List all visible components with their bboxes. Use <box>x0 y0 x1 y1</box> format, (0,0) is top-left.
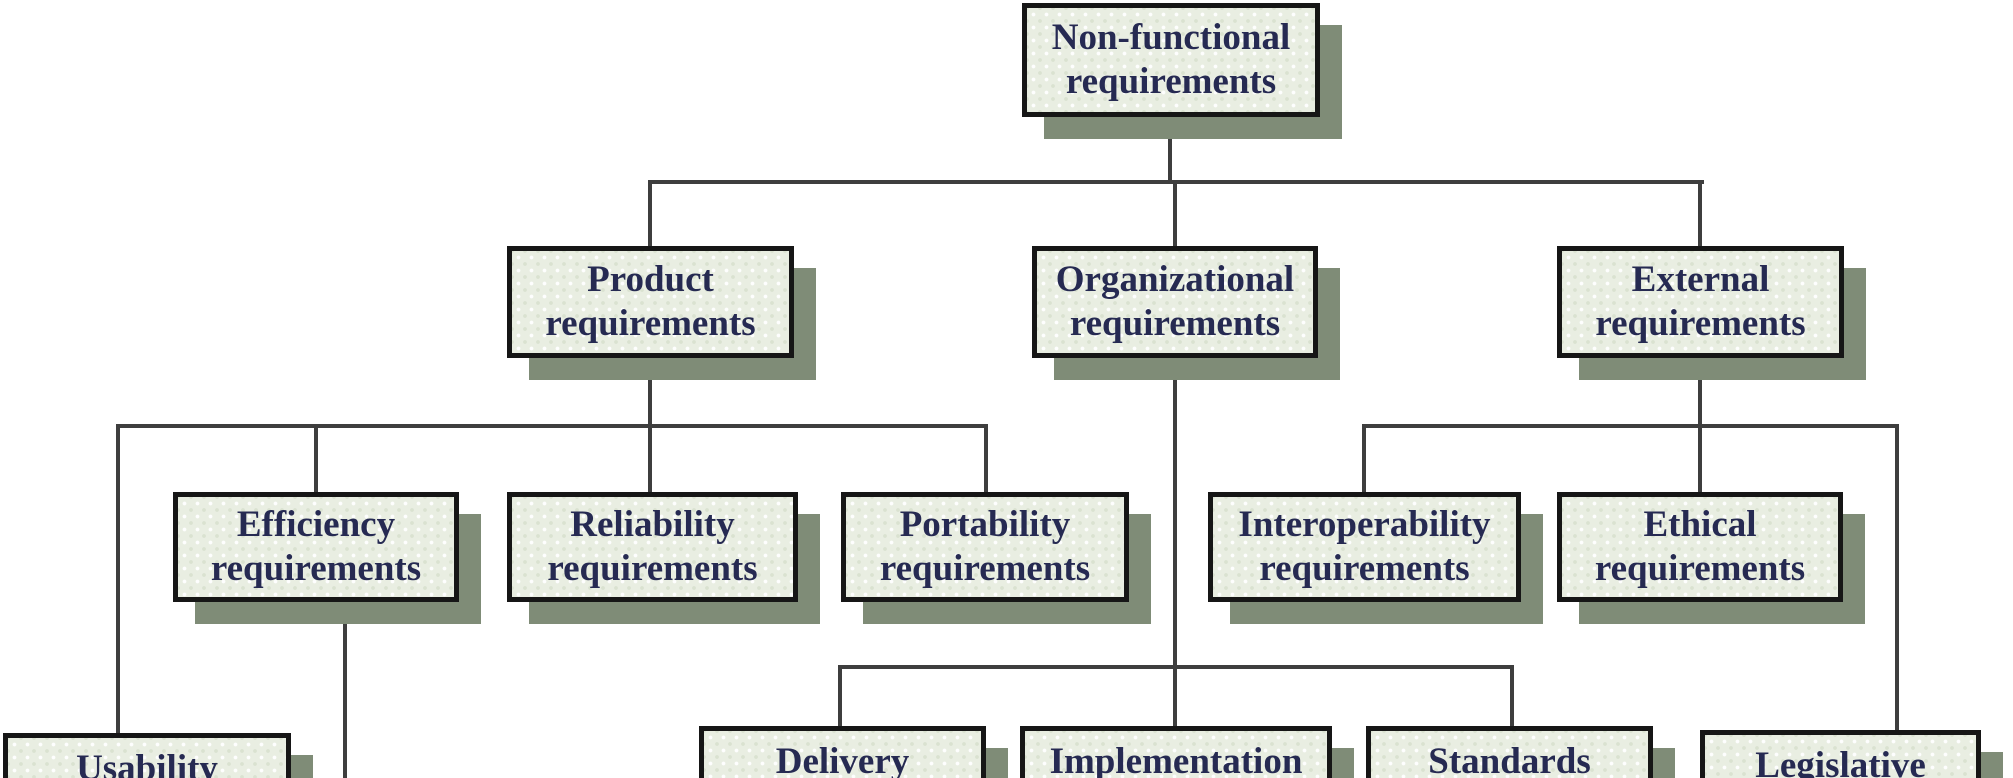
node-label: Usability <box>76 748 218 778</box>
node-label: Implementation <box>1049 741 1303 778</box>
node-standards: Standards <box>1366 726 1653 778</box>
node-efficiency-requirements: Efficiency requirements <box>173 492 459 602</box>
node-portability-requirements: Portability requirements <box>841 492 1129 602</box>
node-external-requirements: External requirements <box>1557 246 1844 358</box>
connector-external-stem <box>1698 354 1702 426</box>
connector-organizational-stem <box>1173 354 1177 667</box>
node-legislative: Legislative <box>1700 730 1981 778</box>
connector-drop-legislative <box>1895 424 1899 734</box>
connector-root-stem <box>1168 114 1172 184</box>
node-organizational-requirements: Organizational requirements <box>1032 246 1318 358</box>
connector-bus-product-children <box>116 424 988 428</box>
node-label: Standards <box>1428 741 1591 778</box>
connector-drop-external <box>1698 180 1702 250</box>
connector-drop-delivery <box>838 665 842 728</box>
connector-drop-portability <box>984 424 988 496</box>
node-label: Delivery <box>775 741 910 778</box>
connector-drop-reliability <box>648 424 652 496</box>
node-implementation: Implementation <box>1020 726 1332 778</box>
node-usability: Usability <box>3 733 291 778</box>
node-ethical-requirements: Ethical requirements <box>1557 492 1843 602</box>
node-label: Non-functional requirements <box>1051 17 1291 102</box>
node-non-functional-requirements: Non-functional requirements <box>1022 3 1320 117</box>
node-label: Ethical requirements <box>1594 504 1806 589</box>
connector-drop-organizational <box>1173 180 1177 250</box>
node-label: Interoperability requirements <box>1238 504 1491 589</box>
connector-drop-standards <box>1510 665 1514 728</box>
node-label: External requirements <box>1595 259 1806 344</box>
node-label: Portability requirements <box>879 504 1091 589</box>
node-label: Efficiency requirements <box>210 504 422 589</box>
connector-drop-ethical <box>1698 424 1702 496</box>
connector-drop-product <box>648 180 652 250</box>
connector-bus-external-children <box>1362 424 1899 428</box>
connector-efficiency-child-stem <box>343 598 347 778</box>
connector-drop-interoperability <box>1362 424 1366 496</box>
connector-drop-efficiency <box>314 424 318 496</box>
connector-drop-implementation <box>1173 665 1177 728</box>
node-delivery: Delivery <box>699 726 986 778</box>
node-label: Reliability requirements <box>547 504 758 589</box>
node-label: Organizational requirements <box>1055 259 1295 344</box>
node-reliability-requirements: Reliability requirements <box>507 492 798 602</box>
connector-product-stem <box>648 354 652 426</box>
node-product-requirements: Product requirements <box>507 246 794 358</box>
node-interoperability-requirements: Interoperability requirements <box>1208 492 1521 602</box>
connector-drop-usability <box>116 424 120 737</box>
node-label: Legislative <box>1755 745 1926 778</box>
node-label: Product requirements <box>545 259 756 344</box>
